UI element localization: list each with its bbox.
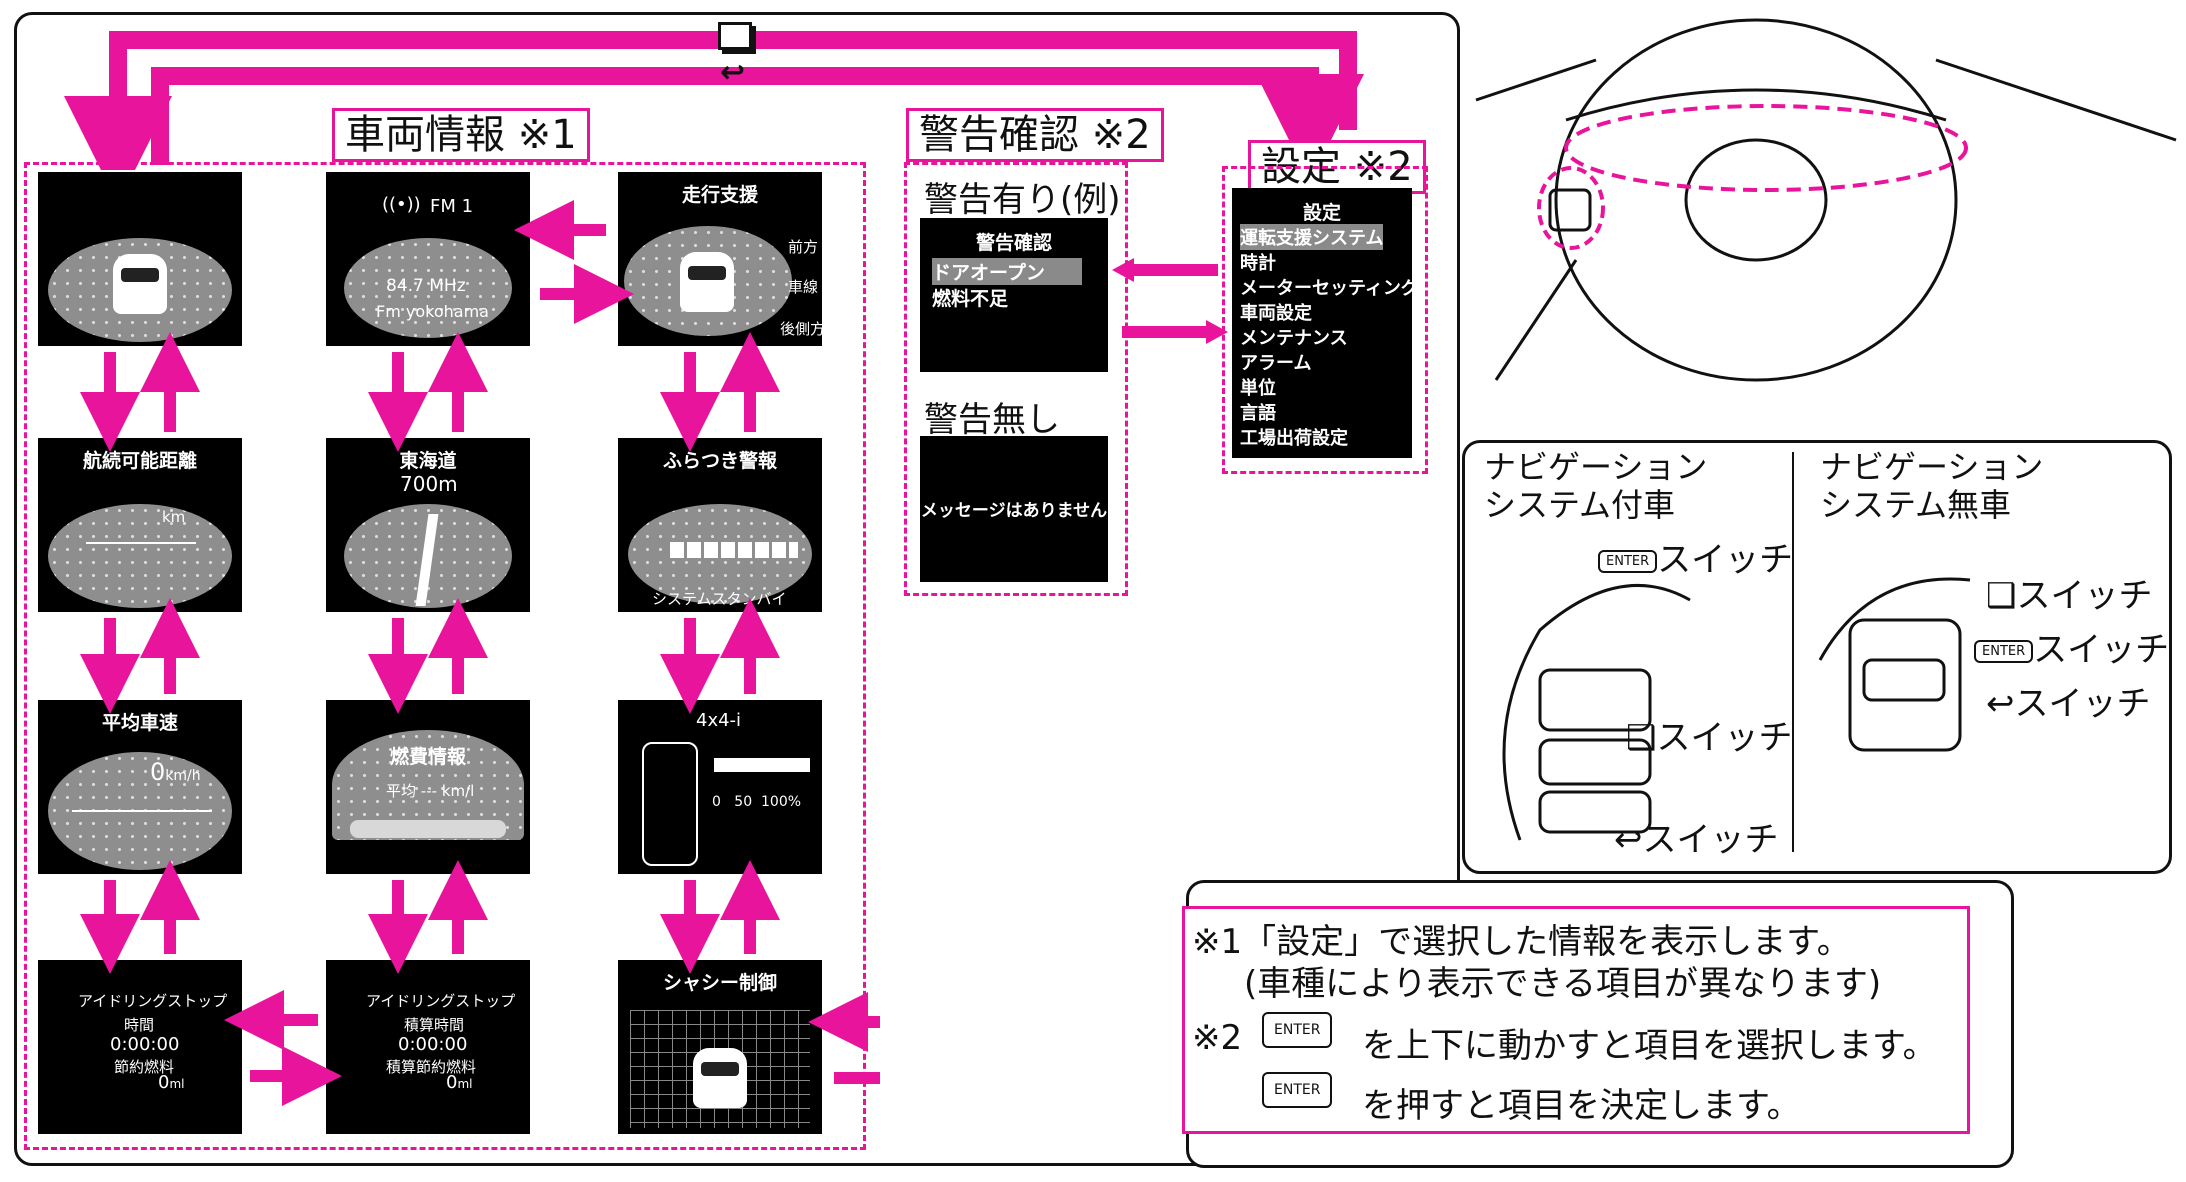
- avg-speed-unit: km/h: [165, 768, 201, 784]
- range-line: [86, 542, 196, 544]
- settings-item-4[interactable]: メンテナンス: [1240, 328, 1348, 349]
- settings-arrows: [1112, 258, 1228, 344]
- menu-switch-label-2: ❑スイッチ: [1986, 576, 2153, 616]
- divider-line: [1792, 452, 1794, 852]
- flow-arrows: [80, 200, 880, 1106]
- settings-item-7[interactable]: 言語: [1240, 403, 1276, 424]
- settings-item-3[interactable]: 車両設定: [1240, 303, 1312, 324]
- steering-wheel-illustration: [1475, 18, 2177, 382]
- home-screen: [38, 172, 242, 346]
- radio-icon: ((•)): [382, 194, 421, 215]
- menu-square-icon: [718, 22, 752, 50]
- with-nav-label: ナビゲーション システム付車: [1484, 448, 1708, 524]
- settings-item-1[interactable]: 時計: [1240, 253, 1276, 274]
- note-2-line-2: を押すと項目を決定します。: [1362, 1086, 1801, 1126]
- settings-item-2[interactable]: メーターセッティング: [1240, 278, 1412, 299]
- 4wd-screen: 4x4-i 0 50 100%: [618, 700, 822, 874]
- menu-switch-label-1: ❑スイッチ: [1626, 718, 1793, 758]
- settings-item-0[interactable]: 運転支援システム: [1240, 224, 1384, 250]
- settings-menu-screen: 設定 運転支援システム 時計 メーターセッティング 車両設定 メンテナンス アラ…: [1232, 188, 1412, 458]
- settings-item-5[interactable]: アラーム: [1240, 353, 1312, 374]
- range-screen: 航続可能距離 km: [38, 438, 242, 612]
- vehicle-info-tag: 車両情報 ※1: [332, 108, 590, 162]
- navigation-screen: 東海道 700m: [326, 438, 530, 612]
- car-icon: [113, 254, 167, 314]
- note-2-mark: ※2: [1192, 1018, 1243, 1058]
- switch-panel: [1462, 440, 2172, 874]
- torque-bar: [714, 758, 810, 772]
- note-2-line-1: を上下に動かすと項目を選択します。: [1362, 1026, 1937, 1066]
- warning-with-label: 警告有り(例): [924, 180, 1121, 220]
- chassis-outline-icon: [642, 742, 698, 866]
- idle-stop-screen-2: アイドリングストップ 積算時間 0:00:00 積算節約燃料 0ml: [326, 960, 530, 1134]
- avg-speed-line: [72, 810, 212, 812]
- fuel-arc: [350, 820, 506, 838]
- chassis-screen: シャシー制御: [618, 960, 822, 1134]
- idle-stop-screen-1: アイドリングストップ 時間 0:00:00 節約燃料 0ml: [38, 960, 242, 1134]
- back-switch-label-2: ↩スイッチ: [1986, 684, 2151, 724]
- without-nav-label: ナビゲーション システム無車: [1820, 448, 2044, 524]
- warning-without-label: 警告無し: [924, 400, 1060, 440]
- warning-check-tag: 警告確認 ※2: [906, 108, 1164, 162]
- note-1-line-2: (車種により表示できる項目が異なります): [1244, 964, 1882, 1004]
- enter-button-icon: ENTER: [1262, 1012, 1333, 1048]
- car-icon: [680, 252, 734, 312]
- car-icon: [693, 1048, 747, 1108]
- audio-screen: ((•)) FM 1 84.7 MHz Fm yokohama: [326, 172, 530, 346]
- settings-item-6[interactable]: 単位: [1240, 378, 1276, 399]
- warning-without-screen: メッセージはありません: [920, 436, 1108, 582]
- back-switch-label-1: ↩スイッチ: [1614, 820, 1779, 860]
- fatigue-screen: ふらつき警報 システムスタンバイ: [618, 438, 822, 612]
- note-1-line-1: ※1「設定」で選択した情報を表示します。: [1192, 922, 1851, 962]
- enter-button-icon: ENTER: [1262, 1072, 1333, 1108]
- avg-speed-value: 0: [150, 758, 166, 786]
- settings-item-8[interactable]: 工場出荷設定: [1240, 428, 1348, 449]
- driving-support-screen: 走行支援 前方 車線 後側方: [618, 172, 822, 346]
- fatigue-bar: [670, 542, 798, 558]
- warning-group: [904, 162, 1128, 596]
- warning-item-1: 燃料不足: [932, 288, 1009, 310]
- vehicle-info-group: [24, 162, 866, 1150]
- switch-illustration-without-nav: [1818, 577, 1971, 752]
- warning-item-0: ドアオープン: [932, 258, 1082, 285]
- warning-with-screen: 警告確認 ドアオープン 燃料不足: [920, 218, 1108, 372]
- fuel-screen: 燃費情報 平均 --- km/l: [326, 700, 530, 874]
- avg-speed-screen: 平均車速 0km/h: [38, 700, 242, 874]
- switch-illustration-with-nav: [1502, 583, 1691, 841]
- settings-group: [1222, 166, 1428, 474]
- back-arrow-icon: ↩: [720, 55, 746, 90]
